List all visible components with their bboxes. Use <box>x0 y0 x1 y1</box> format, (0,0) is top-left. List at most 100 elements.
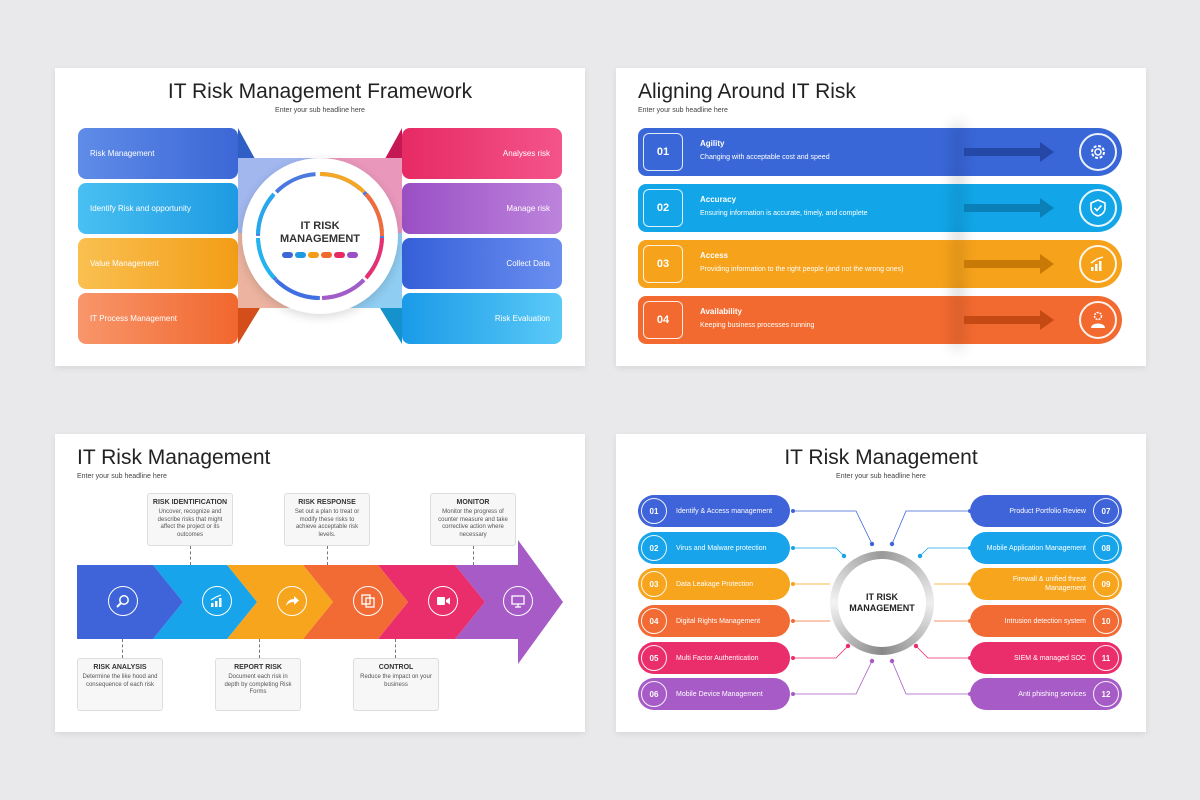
card-risk-analysis: RISK ANALYSIS Determine the like hood an… <box>77 658 163 711</box>
card-title: CONTROL <box>378 664 414 671</box>
item-label: SIEM & managed SOC <box>1014 654 1086 662</box>
card-desc: Document each risk in depth by completin… <box>224 674 292 695</box>
item-number: 09 <box>1093 571 1119 597</box>
share-arrow-icon <box>277 586 307 616</box>
slide-title: Aligning Around IT Risk <box>638 80 856 103</box>
row-number: 01 <box>643 133 683 171</box>
slide-subtitle: Enter your sub headline here <box>836 473 926 480</box>
slide-risk-services[interactable]: IT Risk Management Enter your sub headli… <box>616 434 1146 732</box>
center-title-line2: MANAGEMENT <box>279 233 361 245</box>
row-number: 02 <box>643 189 683 227</box>
card-title: RISK ANALYSIS <box>93 664 147 671</box>
left-item-3[interactable]: Value Management <box>78 238 238 289</box>
row-desc: Changing with acceptable cost and speed <box>700 154 830 161</box>
slide-title: IT Risk Management <box>77 446 271 469</box>
search-icon <box>108 586 138 616</box>
right-item-label: Collect Data <box>506 259 550 268</box>
service-item-10[interactable]: Intrusion detection system 10 <box>970 605 1122 637</box>
arrow-icon <box>964 254 1054 274</box>
right-item-2[interactable]: Manage risk <box>402 183 562 234</box>
growth-chart-icon <box>1079 245 1117 283</box>
row-title: Accuracy <box>700 195 737 204</box>
center-title-line1: IT RISK <box>865 592 898 602</box>
left-item-label: Risk Management <box>90 149 155 158</box>
item-number: 10 <box>1093 608 1119 634</box>
card-control: CONTROL Reduce the impact on your busine… <box>353 658 439 711</box>
slide-title: IT Risk Management Framework <box>167 80 473 103</box>
row-desc: Ensuring information is accurate, timely… <box>700 210 868 217</box>
item-label: Mobile Application Management <box>986 544 1086 552</box>
gear-icon <box>1079 133 1117 171</box>
row-number: 04 <box>643 301 683 339</box>
slide-aligning-risk[interactable]: Aligning Around IT Risk Enter your sub h… <box>616 68 1146 366</box>
row-availability[interactable]: 04 Availability Keeping business process… <box>638 296 1122 344</box>
card-title: RISK RESPONSE <box>298 499 356 506</box>
arrow-icon <box>964 142 1054 162</box>
ring-arcs <box>256 171 385 300</box>
item-number: 03 <box>641 571 667 597</box>
card-title: RISK IDENTIFICATION <box>152 499 228 506</box>
item-number: 05 <box>641 645 667 671</box>
right-item-1[interactable]: Analyses risk <box>402 128 562 179</box>
arrow-icon <box>964 198 1054 218</box>
left-item-2[interactable]: Identify Risk and opportunity <box>78 183 238 234</box>
left-item-4[interactable]: IT Process Management <box>78 293 238 344</box>
service-item-04[interactable]: 04 Digital Rights Management <box>638 605 790 637</box>
item-label: Intrusion detection system <box>1004 617 1086 625</box>
item-number: 04 <box>641 608 667 634</box>
card-title: MONITOR <box>456 499 490 506</box>
item-number: 02 <box>641 535 667 561</box>
row-access[interactable]: 03 Access Providing information to the r… <box>638 240 1122 288</box>
slide-subtitle: Enter your sub headline here <box>275 107 365 114</box>
slide-risk-process[interactable]: IT Risk Management Enter your sub headli… <box>55 434 585 732</box>
left-item-label: IT Process Management <box>90 314 178 323</box>
item-label: Digital Rights Management <box>676 617 761 625</box>
item-label: Firewall & unified threat Management <box>1012 576 1086 592</box>
item-label: Virus and Malware protection <box>676 544 767 552</box>
item-number: 11 <box>1093 645 1119 671</box>
user-gear-icon <box>1079 301 1117 339</box>
service-item-08[interactable]: Mobile Application Management 08 <box>970 532 1122 564</box>
row-agility[interactable]: 01 Agility Changing with acceptable cost… <box>638 128 1122 176</box>
service-item-11[interactable]: SIEM & managed SOC 11 <box>970 642 1122 674</box>
card-desc: Uncover, recognize and describe risks th… <box>157 509 223 538</box>
right-item-label: Manage risk <box>506 204 550 213</box>
row-number: 03 <box>643 245 683 283</box>
service-item-09[interactable]: Firewall & unified threat Management 09 <box>970 568 1122 600</box>
slide-title: IT Risk Management <box>784 446 978 469</box>
center-title-line1: IT RISK <box>300 220 340 232</box>
right-item-3[interactable]: Collect Data <box>402 238 562 289</box>
item-number: 01 <box>641 498 667 524</box>
left-item-label: Identify Risk and opportunity <box>90 204 191 213</box>
service-item-12[interactable]: Anti phishing services 12 <box>970 678 1122 710</box>
row-desc: Keeping business processes running <box>700 322 815 329</box>
item-label: Anti phishing services <box>1018 690 1086 698</box>
color-dots <box>282 252 358 258</box>
left-item-label: Value Management <box>90 259 159 268</box>
service-item-02[interactable]: 02 Virus and Malware protection <box>638 532 790 564</box>
item-number: 08 <box>1093 535 1119 561</box>
slide-subtitle: Enter your sub headline here <box>77 473 167 480</box>
bar-chart-icon <box>202 586 232 616</box>
right-item-4[interactable]: Risk Evaluation <box>402 293 562 344</box>
shield-check-icon <box>1079 189 1117 227</box>
slide-risk-framework[interactable]: IT Risk Management Framework Enter your … <box>55 68 585 366</box>
copy-icon <box>353 586 383 616</box>
row-desc: Providing information to the right peopl… <box>700 266 904 273</box>
item-number: 12 <box>1093 681 1119 707</box>
left-item-1[interactable]: Risk Management <box>78 128 238 179</box>
video-icon <box>428 586 458 616</box>
card-risk-identification: RISK IDENTIFICATION Uncover, recognize a… <box>147 493 233 546</box>
card-monitor: MONITOR Monitor the progress of counter … <box>430 493 516 546</box>
row-accuracy[interactable]: 02 Accuracy Ensuring information is accu… <box>638 184 1122 232</box>
item-label: Mobile Device Management <box>676 690 763 698</box>
card-desc: Determine the like hood and consequence … <box>82 674 158 688</box>
card-desc: Reduce the impact on your business <box>360 674 432 688</box>
